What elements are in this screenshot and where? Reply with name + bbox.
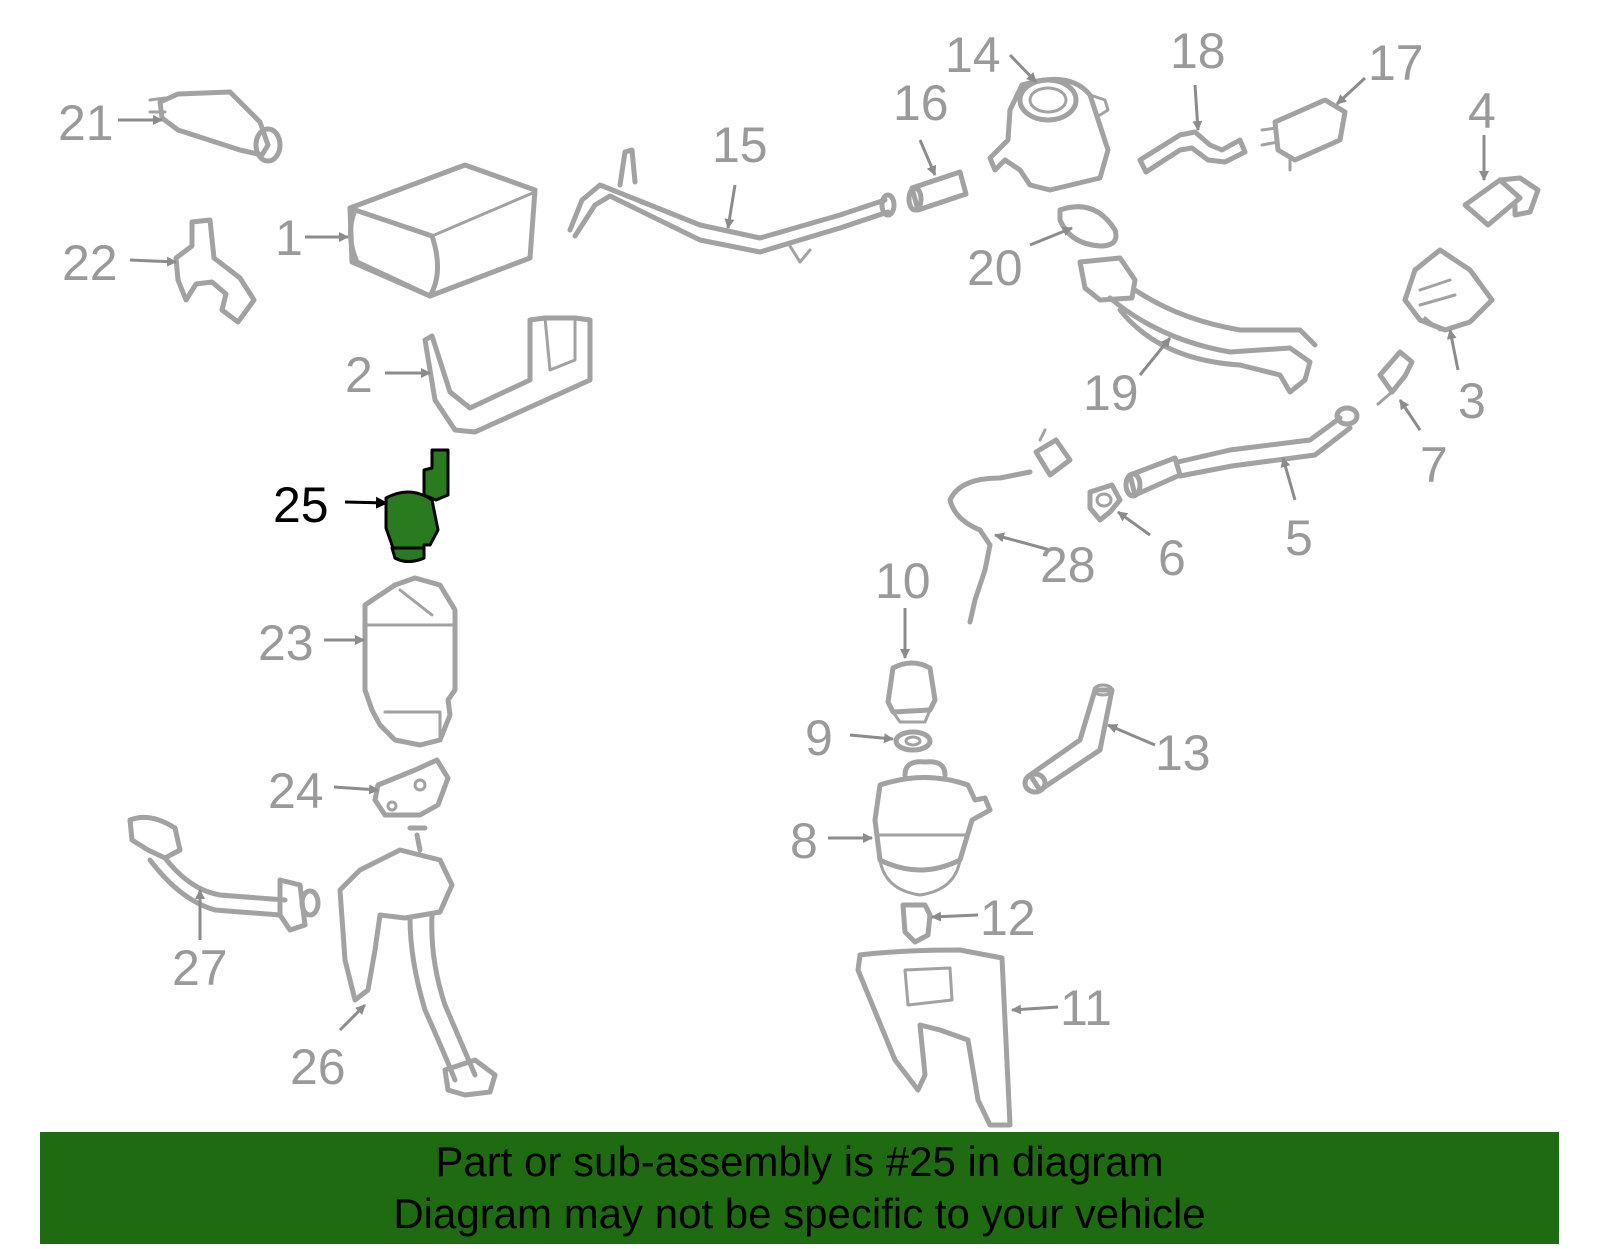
part-3-shape (1402, 247, 1495, 333)
part-23-shape (362, 575, 458, 748)
part-15-shape (567, 147, 897, 264)
part-6-shape (1087, 482, 1123, 523)
callout-22: 22 (62, 235, 118, 291)
part-4-shape (1462, 175, 1541, 228)
part-9-shape (893, 729, 933, 753)
part-1-shape (347, 162, 538, 299)
callout-6: 6 (1158, 530, 1186, 586)
callout-11: 11 (1060, 980, 1112, 1036)
callout-26: 26 (290, 1039, 346, 1095)
callout-1: 1 (275, 210, 303, 266)
banner-line-2: Diagram may not be specific to your vehi… (393, 1190, 1206, 1237)
callout-7: 7 (1420, 437, 1448, 493)
part-20-shape (1057, 204, 1119, 249)
callout-5: 5 (1285, 510, 1313, 566)
callout-4: 4 (1468, 83, 1496, 139)
part-21-shape (148, 89, 283, 164)
leader-lines (118, 53, 1489, 1032)
part-18-shape (1137, 129, 1248, 175)
part-26-shape (337, 825, 498, 1098)
callout-14: 14 (945, 27, 1001, 83)
part-13-shape (1022, 683, 1115, 795)
callout-17: 17 (1368, 35, 1424, 91)
callout-12: 12 (980, 890, 1036, 946)
part-7-shape (1376, 349, 1415, 406)
part-25-highlighted-shape[interactable] (384, 448, 450, 563)
part-2-shape (422, 315, 593, 435)
callout-13: 13 (1155, 725, 1211, 781)
part-27-shape (127, 814, 321, 933)
part-10-shape (885, 660, 938, 724)
callout-2: 2 (345, 347, 373, 403)
callout-21: 21 (58, 95, 114, 151)
callout-9: 9 (805, 710, 833, 766)
part-11-shape (855, 947, 1013, 1128)
callout-23: 23 (258, 615, 314, 671)
callout-10: 10 (875, 553, 931, 609)
part-16-shape (906, 169, 969, 213)
callout-24: 24 (268, 763, 324, 819)
callout-27: 27 (172, 940, 228, 996)
banner-line-1: Part or sub-assembly is #25 in diagram (435, 1138, 1164, 1185)
part-22-shape (173, 217, 257, 325)
callout-20: 20 (967, 240, 1023, 296)
part-28-shape (947, 428, 1073, 625)
info-banner: Part or sub-assembly is #25 in diagram D… (40, 1132, 1559, 1244)
part-24-shape (372, 757, 451, 818)
callout-18: 18 (1170, 23, 1226, 79)
callout-16: 16 (893, 75, 949, 131)
part-17-shape (1260, 97, 1348, 172)
callout-labels: 21 22 1 2 25 23 24 27 26 15 16 14 18 17 … (58, 23, 1496, 1095)
callout-28: 28 (1040, 537, 1096, 593)
part-14-shape (987, 76, 1111, 193)
part-12-shape (900, 902, 933, 945)
part-19-shape (1077, 255, 1318, 395)
callout-25-highlighted: 25 (273, 477, 329, 533)
part-5-shape (1123, 405, 1360, 499)
callout-8: 8 (790, 813, 818, 869)
part-8-shape (872, 759, 993, 897)
callout-3: 3 (1458, 373, 1486, 429)
callout-19: 19 (1083, 365, 1139, 421)
callout-15: 15 (712, 117, 768, 173)
